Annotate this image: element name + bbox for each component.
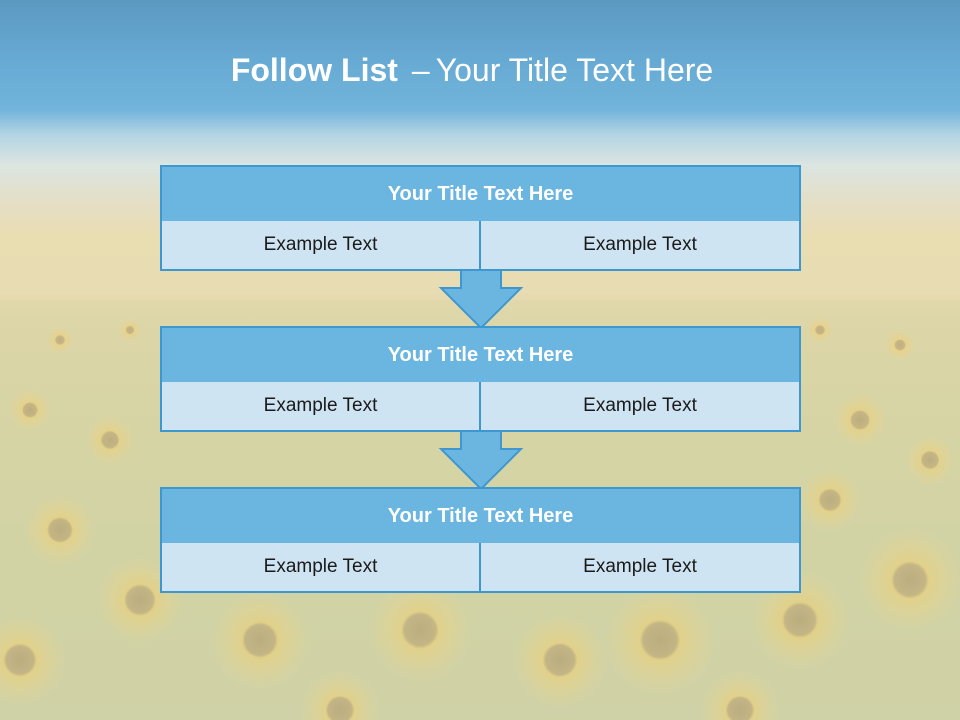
step-row: Example Text Example Text [160, 543, 801, 593]
step-cell-left: Example Text [160, 221, 481, 271]
step-row: Example Text Example Text [160, 221, 801, 271]
step-row: Example Text Example Text [160, 382, 801, 432]
down-arrow-icon [438, 270, 524, 330]
slide-title: Follow List–Your Title Text Here [0, 52, 944, 89]
title-bold-part: Follow List [230, 52, 398, 88]
step-cell-left: Example Text [160, 382, 481, 432]
title-rest: Your Title Text Here [435, 52, 714, 88]
step-cell-right: Example Text [481, 382, 801, 432]
step-title: Your Title Text Here [160, 165, 801, 223]
step-block-2: Your Title Text Here Example Text Exampl… [160, 326, 801, 432]
title-dash: – [411, 52, 430, 88]
step-cell-left: Example Text [160, 543, 481, 593]
step-block-3: Your Title Text Here Example Text Exampl… [160, 487, 801, 593]
step-title: Your Title Text Here [160, 326, 801, 384]
step-cell-right: Example Text [481, 221, 801, 271]
step-block-1: Your Title Text Here Example Text Exampl… [160, 165, 801, 271]
step-cell-right: Example Text [481, 543, 801, 593]
down-arrow-icon [438, 431, 524, 491]
step-title: Your Title Text Here [160, 487, 801, 545]
